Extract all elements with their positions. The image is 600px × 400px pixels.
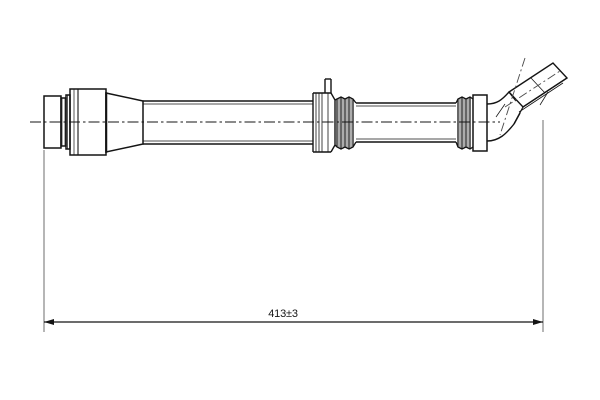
hose-body [143,100,456,145]
mid-crimp-bellows-small [334,96,357,150]
right-bellows-ribs [459,98,469,148]
mid-bellows-small-ribs [338,98,352,148]
dimension-arrow-right [533,319,543,325]
angled-flat-bracket-end [486,62,569,142]
right-crimp-bellows [455,94,488,152]
dimension-label-overall-length: 413±3 [268,308,298,320]
dimension-line-overall-length [44,319,543,325]
dimension-arrow-left [44,319,54,325]
bracket-centerline [499,57,561,136]
extension-lines [43,120,544,332]
